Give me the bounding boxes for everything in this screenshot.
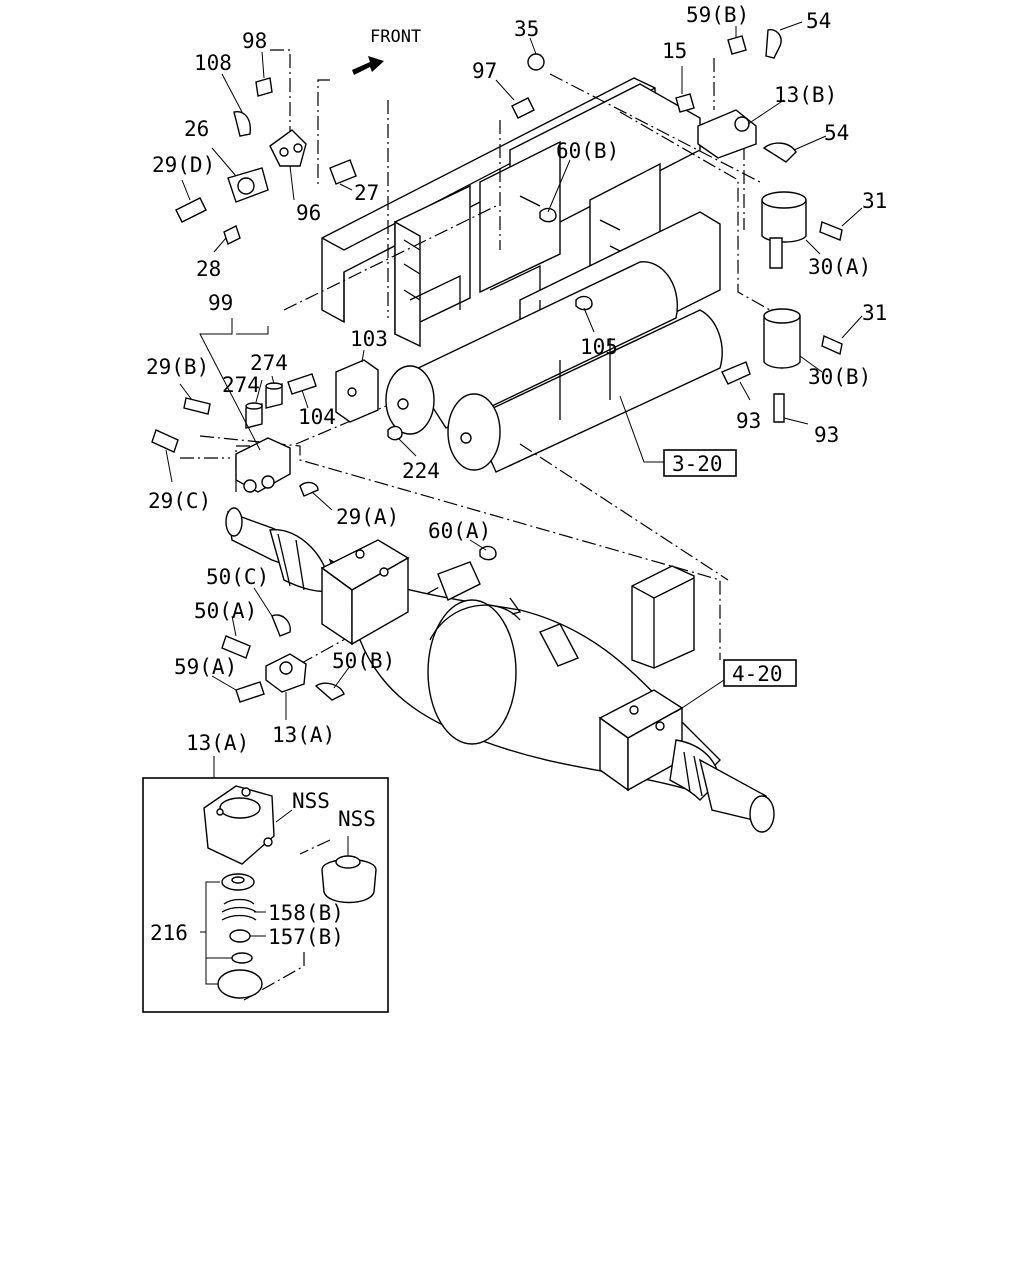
front-arrow-icon <box>352 56 384 75</box>
callout-35: 35 <box>514 17 539 41</box>
callout-104: 104 <box>298 405 336 429</box>
callout-13b: 13(B) <box>774 83 837 107</box>
valve-30-assemblies <box>721 191 843 423</box>
ref-4-20[interactable]: 4-20 <box>732 662 783 686</box>
callout-108: 108 <box>194 51 232 75</box>
callout-29b: 29(B) <box>146 355 209 379</box>
callout-27: 27 <box>354 181 379 205</box>
callout-30b: 30(B) <box>808 365 871 389</box>
callout-31-bottom: 31 <box>862 301 887 325</box>
callout-274-top: 274 <box>250 351 288 375</box>
detail-box-13a <box>142 777 389 1013</box>
callout-13a-detail: 13(A) <box>186 731 249 755</box>
callout-98: 98 <box>242 29 267 53</box>
callout-leaders <box>165 21 863 778</box>
callout-13a-axle: 13(A) <box>272 723 335 747</box>
callout-60b: 60(B) <box>556 139 619 163</box>
valve-13a-assembly <box>221 545 497 703</box>
callout-15: 15 <box>662 39 687 63</box>
callout-59a: 59(A) <box>174 655 237 679</box>
callout-50b: 50(B) <box>332 649 395 673</box>
callout-97: 97 <box>472 59 497 83</box>
callout-59b: 59(B) <box>686 3 749 27</box>
callout-93-right: 93 <box>814 423 839 447</box>
channel-bracket <box>631 565 695 669</box>
callout-29c: 29(C) <box>148 489 211 513</box>
callout-216: 216 <box>150 921 188 945</box>
callout-50a: 50(A) <box>194 599 257 623</box>
callout-93-left: 93 <box>736 409 761 433</box>
valve-26-assembly <box>175 77 357 245</box>
reference-boxes <box>663 449 797 687</box>
callout-26: 26 <box>184 117 209 141</box>
callout-29d: 29(D) <box>152 153 215 177</box>
callout-29a: 29(A) <box>336 505 399 529</box>
rear-axle <box>225 507 775 833</box>
callout-nss-body: NSS <box>292 789 330 813</box>
callout-54-mid: 54 <box>824 121 849 145</box>
callout-103: 103 <box>350 327 388 351</box>
callout-158b: 158(B) <box>268 901 344 925</box>
callout-30a: 30(A) <box>808 255 871 279</box>
front-label: FRONT <box>370 27 421 47</box>
callout-31-top: 31 <box>862 189 887 213</box>
callout-224: 224 <box>402 459 440 483</box>
callout-99: 99 <box>208 291 233 315</box>
callout-157b: 157(B) <box>268 925 344 949</box>
callout-60a: 60(A) <box>428 519 491 543</box>
callout-274-bottom: 274 <box>222 373 260 397</box>
callout-105: 105 <box>580 335 618 359</box>
callout-50c: 50(C) <box>206 565 269 589</box>
callout-28: 28 <box>196 257 221 281</box>
air-tanks <box>385 261 723 473</box>
callout-96: 96 <box>296 201 321 225</box>
callout-54-top: 54 <box>806 9 831 33</box>
callout-nss-piston: NSS <box>338 807 376 831</box>
valve-13b-assembly <box>511 29 797 163</box>
valve-99-assembly <box>151 207 593 497</box>
ref-3-20[interactable]: 3-20 <box>672 452 723 476</box>
